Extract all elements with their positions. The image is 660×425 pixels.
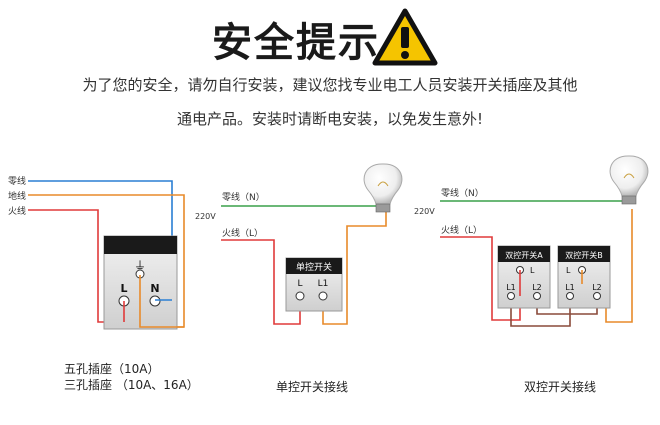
single-wire-zero-label: 零线（N） [222, 191, 265, 203]
single-switch-label: 单控开关 [296, 261, 332, 273]
double-switch-caption: 双控开关接线 [524, 380, 597, 394]
single-voltage-label: 220V [195, 212, 216, 221]
single-live-wire [221, 239, 301, 325]
switch-b-terminal-l: L [566, 266, 571, 275]
single-switched-wire [322, 210, 387, 325]
header: 安全提示 [0, 6, 660, 66]
socket-caption-line1: 五孔插座（10A） [64, 362, 160, 376]
single-switch-caption: 单控开关接线 [276, 380, 349, 394]
single-wire-live-label: 火线（L） [222, 227, 263, 239]
single-l-terminal [295, 291, 305, 301]
ground-symbol-icon: ⏚ [134, 259, 146, 273]
socket-wire-ground-label: 地线 [8, 190, 26, 202]
switch-b-terminal-l2: L2 [592, 283, 602, 292]
socket-top-bar [104, 236, 177, 254]
double-live-wire [440, 236, 521, 321]
switch-b-label: 双控开关B [565, 250, 603, 260]
single-l1-terminal [318, 291, 328, 301]
page-title: 安全提示 [212, 20, 380, 66]
double-wire-zero-label: 零线（N） [441, 187, 484, 199]
socket-caption-line2: 三孔插座 （10A、16A） [64, 378, 199, 392]
socket-n-terminal [149, 295, 161, 307]
socket-wire-live-label: 火线 [8, 205, 26, 217]
double-voltage-label: 220V [414, 207, 435, 216]
single-bulb-icon [363, 163, 403, 213]
switch-a-l1-terminal [507, 292, 515, 300]
socket-ground-wire-end [139, 275, 184, 328]
double-traveller-wire-1 [510, 296, 571, 327]
socket-diagram: 零线 地线 火线 ⏚ L N [8, 175, 185, 330]
socket-terminal-l: L [120, 282, 127, 295]
single-switch-diagram: 220V 零线（N） 火线（L） 单控开关 L L1 [195, 163, 403, 325]
switch-a-terminal-l: L [530, 266, 535, 275]
switch-b-l2-terminal [593, 292, 601, 300]
single-terminal-l1: L1 [318, 279, 329, 289]
switch-b-l1-terminal [566, 292, 574, 300]
switch-b-terminal-l1: L1 [565, 283, 575, 292]
socket-wire-zero-label: 零线 [8, 175, 26, 187]
switch-b-label-bg [558, 246, 610, 262]
double-switch-diagram: 220V 零线（N） 火线（L） 双控开关A L L1 L2 双控开关B [414, 155, 649, 327]
warning-icon [372, 8, 438, 66]
switch-a-terminal-l1: L1 [506, 283, 516, 292]
single-terminal-l: L [297, 279, 302, 289]
safety-notice-line2: 通电产品。安装时请断电安装，以免发生意外! [176, 110, 483, 128]
safety-notice-line1: 为了您的安全，请勿自行安装，建议您找专业电工人员安装开关插座及其他 [82, 76, 578, 94]
single-switch-label-bg [286, 258, 342, 274]
double-bulb-icon [609, 155, 649, 205]
switch-a-terminal-l2: L2 [532, 283, 542, 292]
switch-a-l2-terminal [533, 292, 541, 300]
switch-a-label-bg [498, 246, 550, 262]
switch-a-label: 双控开关A [505, 250, 543, 260]
double-wire-live-label: 火线（L） [441, 224, 482, 236]
socket-terminal-n: N [150, 282, 159, 295]
